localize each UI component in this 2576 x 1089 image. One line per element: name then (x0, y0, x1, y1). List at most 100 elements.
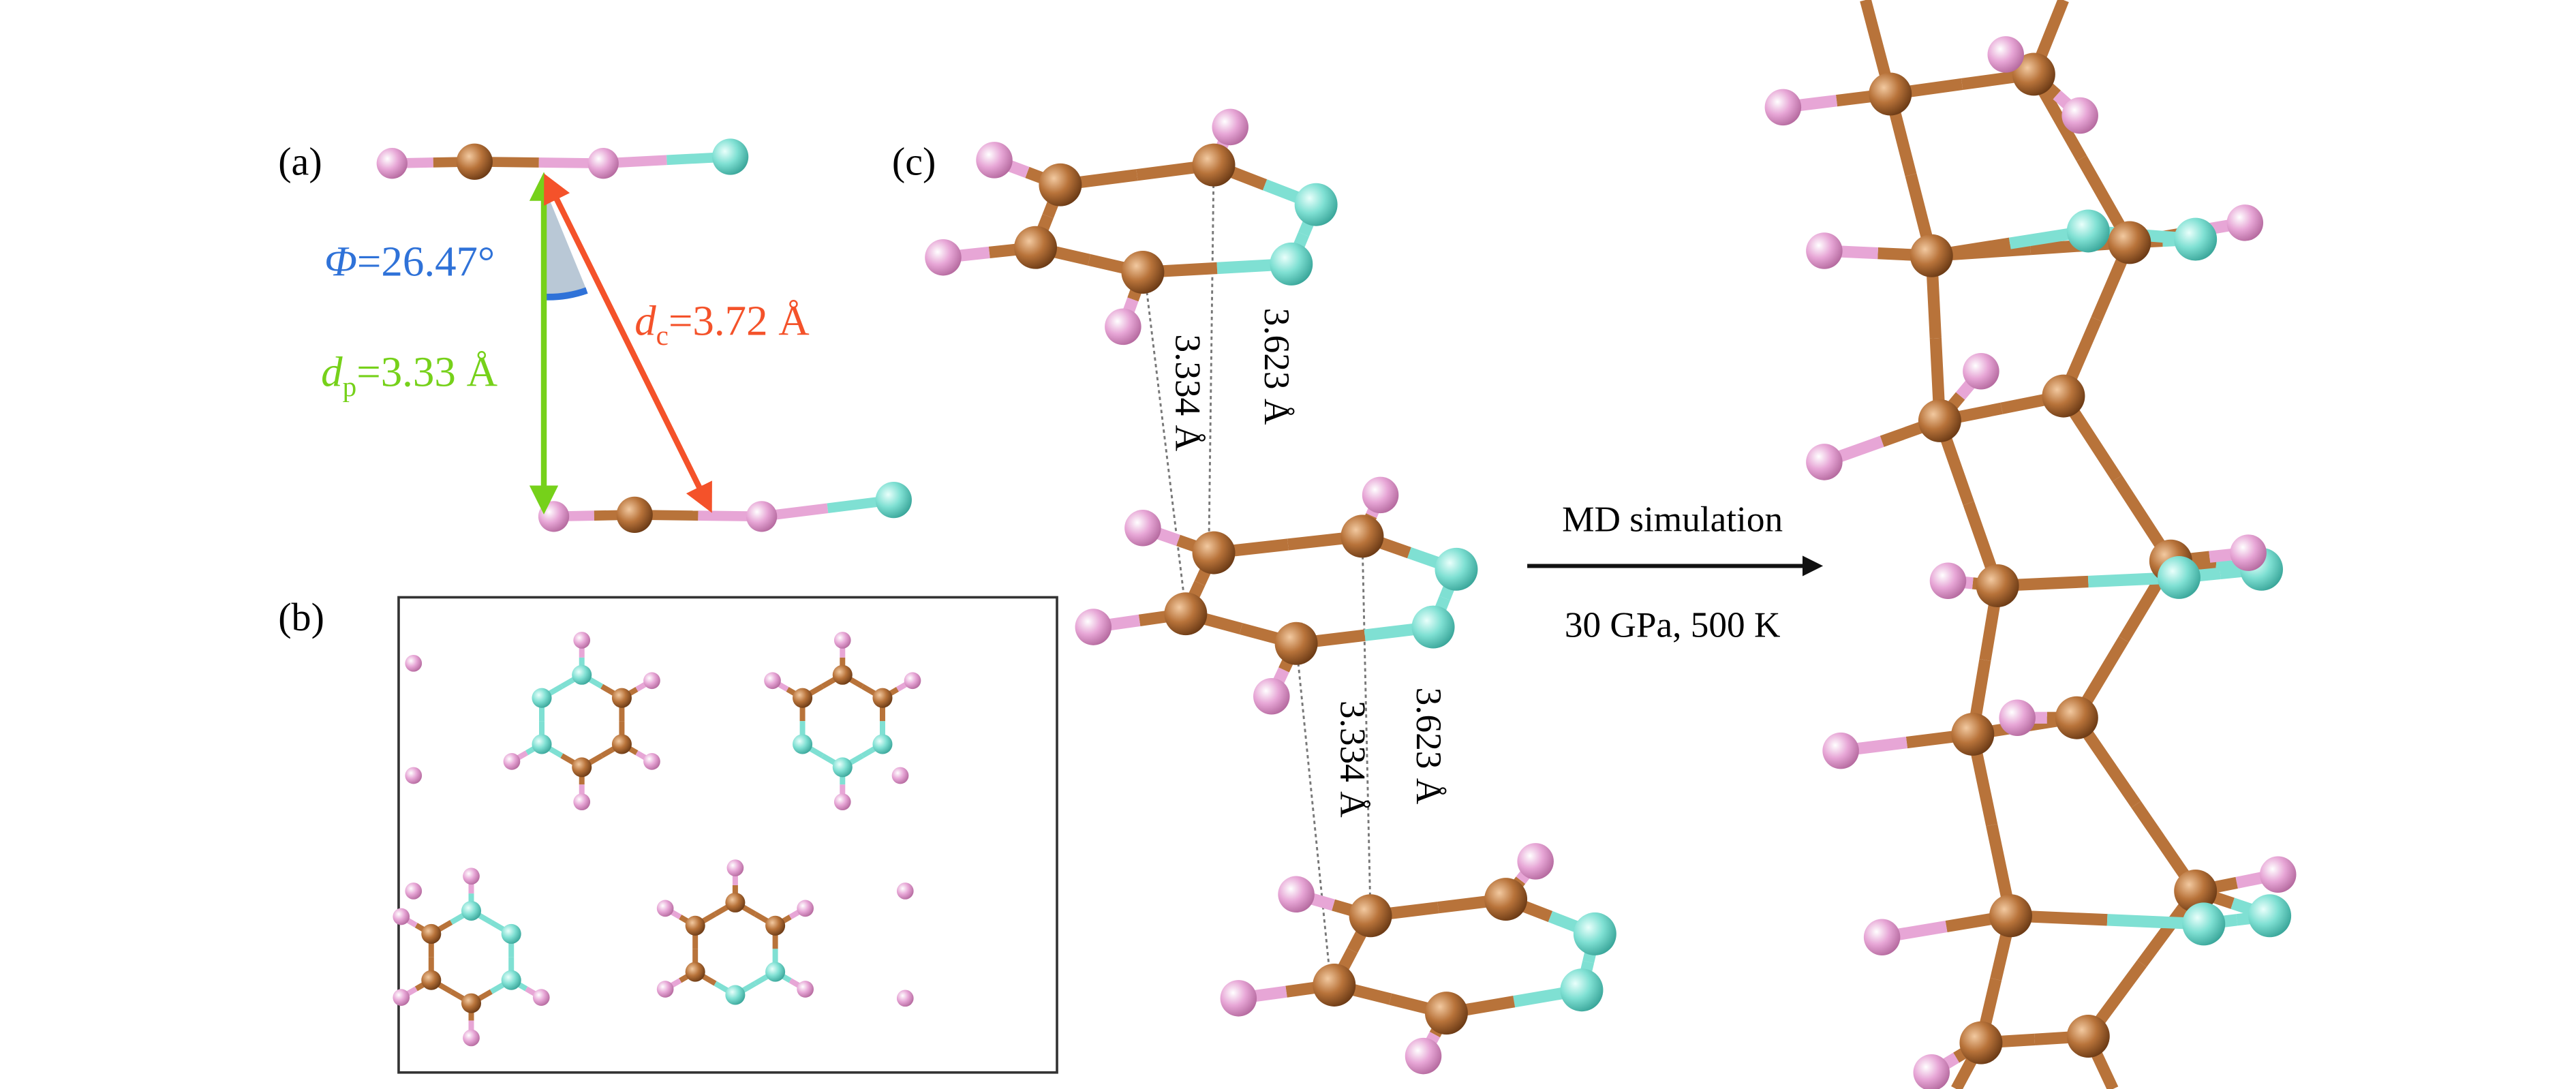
carbon-atom (2066, 1015, 2110, 1058)
hydrogen-atom (656, 981, 674, 998)
nitrogen-atom (2174, 217, 2218, 261)
nitrogen-atom (1411, 605, 1455, 649)
hydrogen-atom (2226, 204, 2264, 241)
carbon-atom (2108, 221, 2151, 264)
panel-a: (a) Φ=26.47° dp=3.33 Å dc=3.72 Å (278, 138, 912, 534)
hydrogen-atom (405, 767, 423, 784)
phi-label: Φ=26.47° (324, 237, 495, 285)
carbon-atom (1989, 894, 2032, 938)
hydrogen-atom (1517, 843, 1554, 880)
nitrogen-atom (532, 734, 552, 754)
hydrogen-atom (1822, 732, 1859, 769)
hydrogen-atom (532, 989, 550, 1006)
nitrogen-atom (532, 688, 552, 708)
distance-centroid-1: 3.623 Å (1257, 308, 1297, 425)
carbon-atom (793, 688, 813, 708)
dc-arrow (544, 173, 712, 513)
carbon-atom (1951, 712, 1995, 756)
hydrogen-atom (1863, 919, 1901, 956)
carbon-atom (2012, 52, 2055, 96)
hydrogen-atom (896, 883, 914, 900)
hydrogen-atom (797, 981, 814, 998)
hydrogen-atom (573, 793, 591, 811)
nitrogen-atom (1573, 912, 1616, 955)
carbon-atom (685, 962, 705, 982)
hydrogen-atom (1362, 476, 1399, 514)
carbon-atom (1959, 1021, 2003, 1064)
hydrogen-atom (2230, 534, 2267, 571)
carbon-atom (1192, 531, 1236, 574)
carbon-atom (1349, 894, 1392, 938)
nitrogen-atom (793, 734, 813, 754)
carbon-atom (421, 970, 442, 990)
transition-label-top: MD simulation (1562, 500, 1783, 540)
atoms (393, 632, 921, 1047)
hydrogen-atom (587, 148, 619, 179)
hydrogen-atom (1913, 1054, 1950, 1089)
carbon-atom (1869, 72, 1912, 116)
carbon-atom (611, 734, 632, 754)
panel-a-label: (a) (278, 140, 322, 184)
hydrogen-atom (463, 1029, 480, 1047)
carbon-atom (456, 143, 493, 180)
atoms (1764, 36, 2297, 1089)
carbon-atom (2042, 374, 2085, 418)
hydrogen-atom (2061, 97, 2098, 134)
hydrogen-atom (538, 501, 570, 532)
carbon-atom (1164, 592, 1208, 636)
distance-lines (1143, 165, 1372, 985)
carbon-atom (1340, 515, 1384, 558)
hydrogen-atom (1278, 876, 1315, 913)
nitrogen-atom (461, 900, 482, 921)
hydrogen-atom (2259, 856, 2297, 893)
hydrogen-atom (1963, 353, 1999, 390)
carbon-atom (421, 923, 442, 944)
polymer-chain (1764, 0, 2297, 1089)
carbon-atom (1192, 143, 1236, 187)
carbon-atom (1918, 399, 1961, 442)
nitrogen-atom (1270, 242, 1313, 286)
hydrogen-atom (393, 908, 410, 925)
carbon-atom (1014, 226, 1058, 269)
carbon-atom (461, 993, 482, 1013)
hydrogen-atom (1806, 444, 1843, 480)
panel-b-label: (b) (278, 595, 324, 639)
carbon-atom (872, 688, 893, 708)
hydrogen-atom (1124, 510, 1161, 547)
carbon-atom (572, 757, 592, 778)
hydrogen-atom (1105, 308, 1141, 346)
atoms (376, 138, 912, 534)
bonds (399, 640, 915, 1038)
hydrogen-atom (1253, 677, 1290, 715)
hydrogen-atom (405, 654, 423, 672)
hydrogen-atom (1220, 980, 1257, 1017)
unit-cell-box (397, 596, 1058, 1074)
carbon-atom (1313, 963, 1356, 1007)
hydrogen-atom (833, 793, 851, 811)
carbon-atom (765, 915, 786, 936)
panel-c-label: (c) (892, 140, 936, 184)
hydrogen-atom (746, 501, 778, 532)
nitrogen-atom (765, 962, 786, 982)
nitrogen-atom (2182, 902, 2226, 946)
hydrogen-atom (1764, 89, 1802, 126)
nitrogen-atom (1435, 547, 1478, 591)
hydrogen-atom (1929, 562, 1967, 600)
nitrogen-atom (1294, 183, 1338, 226)
hydrogen-atom (1405, 1037, 1442, 1075)
hydrogen-atom (1999, 699, 2036, 736)
hydrogen-atom (656, 900, 674, 917)
nitrogen-atom (875, 481, 912, 519)
nitrogen-atom (501, 970, 521, 990)
unit-cell-molecules (393, 632, 921, 1047)
atoms (925, 108, 1616, 1075)
hydrogen-atom (833, 632, 851, 649)
side-view-molecules (376, 138, 912, 534)
hydrogen-atom (643, 753, 660, 770)
carbon-atom (1039, 163, 1082, 206)
hydrogen-atom (405, 883, 423, 900)
hydrogen-atom (643, 672, 660, 690)
hydrogen-atom (1075, 609, 1112, 645)
carbon-atom (1910, 234, 1953, 277)
